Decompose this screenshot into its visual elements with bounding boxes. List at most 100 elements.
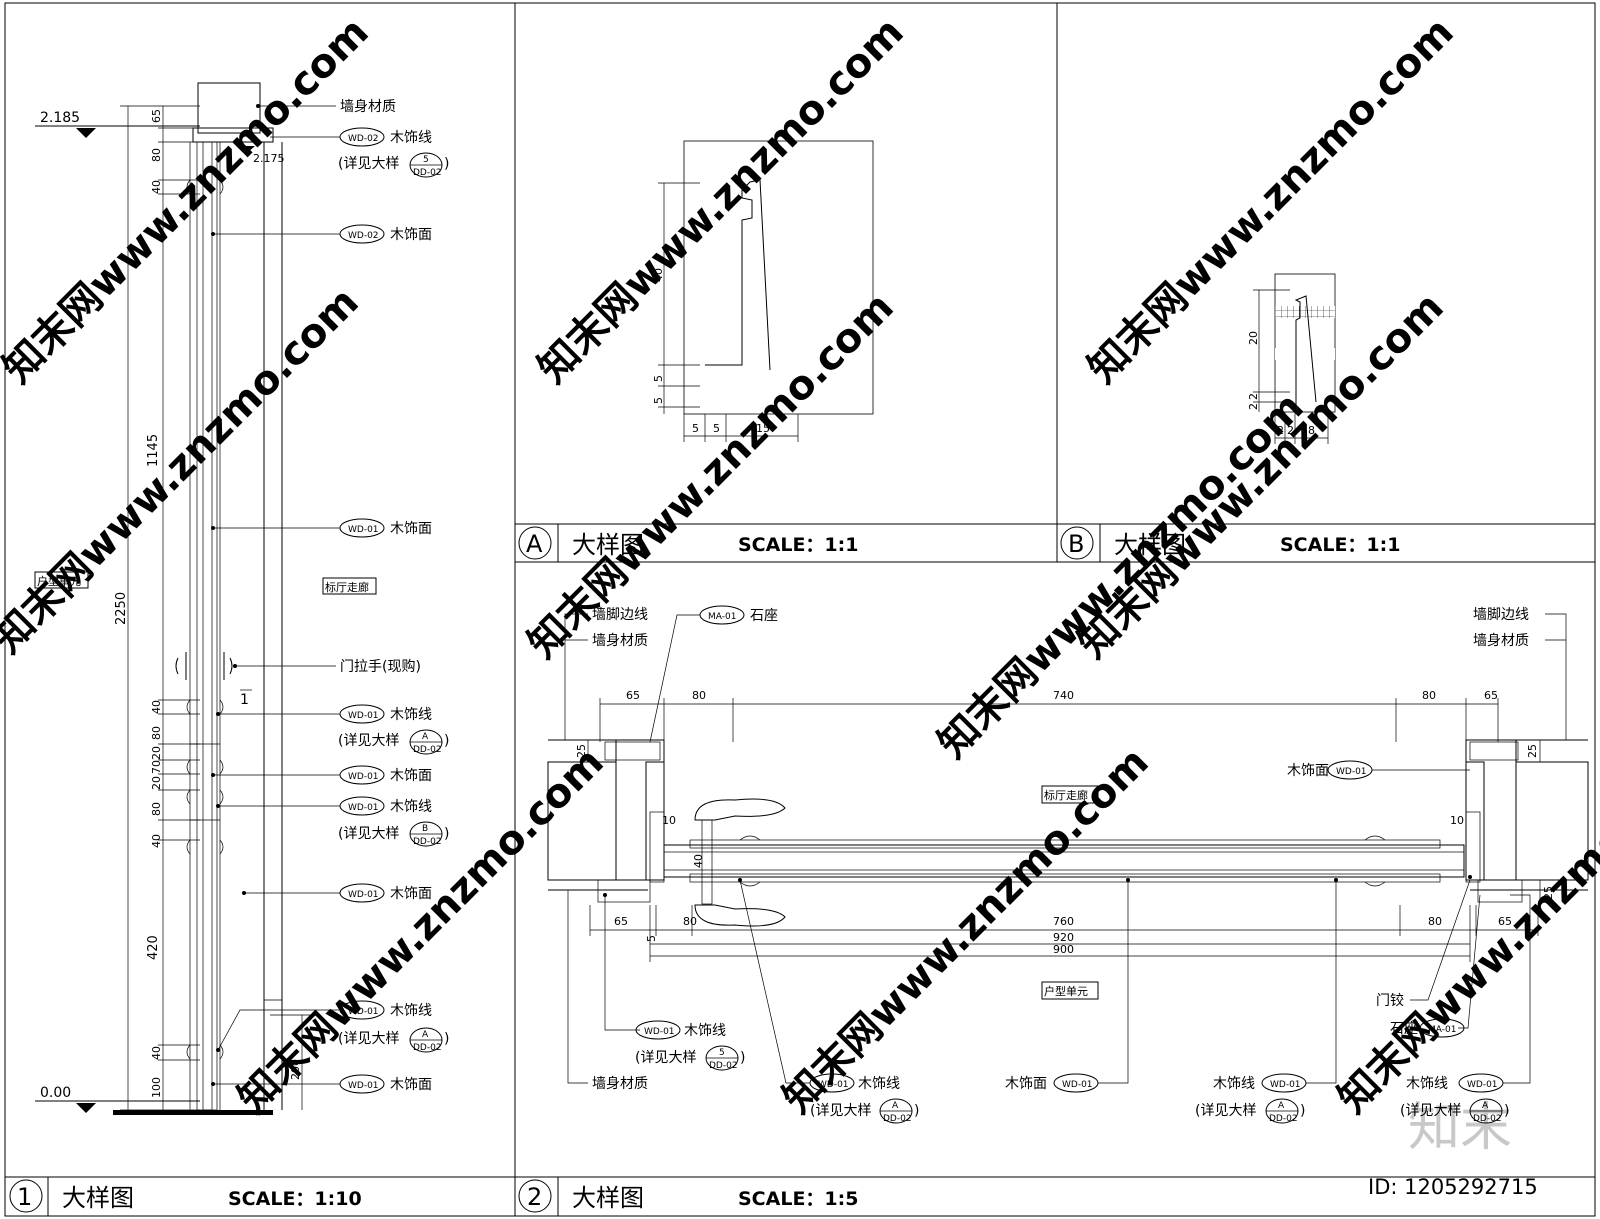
- room-label: 户型单元: [1044, 984, 1088, 998]
- svg-text:2: 2: [1247, 393, 1260, 400]
- svg-text:15: 15: [756, 422, 770, 435]
- watermark-id: ID: 1205292715: [1368, 1175, 1538, 1199]
- svg-text:80: 80: [683, 915, 697, 928]
- callout-b5: 木饰线 WD-01 (详见大样 A DD-02 ): [1400, 894, 1531, 1124]
- svg-text:5: 5: [713, 422, 720, 435]
- svg-text:25: 25: [1526, 744, 1539, 758]
- svg-text:900: 900: [1053, 943, 1074, 956]
- svg-text:920: 920: [1053, 931, 1074, 944]
- dimension-chain-left: [120, 105, 200, 1115]
- svg-text:(详见大样: (详见大样: [338, 733, 399, 749]
- svg-text:40: 40: [150, 1046, 163, 1060]
- svg-text:5: 5: [652, 375, 665, 382]
- svg-text:5: 5: [719, 1048, 725, 1058]
- svg-text:墙脚边线: 墙脚边线: [1473, 607, 1529, 623]
- detail-A-profile: 40 5 5 5 5 15: [652, 140, 874, 442]
- svg-text:MA-01: MA-01: [1428, 1025, 1456, 1035]
- svg-text:): ): [1300, 1103, 1305, 1119]
- panel-number: 2: [527, 1183, 542, 1211]
- svg-text:WD-01: WD-01: [348, 803, 379, 813]
- svg-text:木饰面: 木饰面: [390, 227, 432, 243]
- svg-text:40: 40: [150, 834, 163, 848]
- svg-text:40: 40: [150, 180, 163, 194]
- callout-tr: 墙脚边线 墙身材质: [1473, 607, 1567, 740]
- svg-text:(详见大样: (详见大样: [338, 156, 399, 172]
- callout-hinge: 门铰: [1376, 879, 1471, 1009]
- floor-slab: [113, 1110, 273, 1115]
- svg-text:(详见大样: (详见大样: [810, 1103, 871, 1119]
- svg-text:): ): [444, 826, 449, 842]
- section-2-callouts: 墙脚边线 墙身材质 MA-01 石座 墙脚边线 墙身材质 木饰面 WD-01 门…: [564, 605, 1567, 1124]
- svg-text:墙脚边线: 墙脚边线: [592, 607, 648, 623]
- svg-text:420: 420: [146, 935, 161, 960]
- svg-text:1145: 1145: [146, 434, 161, 467]
- panel-number-circle: [518, 1179, 552, 1213]
- svg-text:2.175: 2.175: [253, 152, 285, 165]
- panel-title: 大样图: [1114, 531, 1186, 559]
- svg-text:8: 8: [1308, 424, 1315, 437]
- svg-text:木饰面: 木饰面: [390, 886, 432, 902]
- panel-scale: SCALE：1:5: [738, 1188, 858, 1210]
- svg-text:): ): [1504, 1103, 1509, 1119]
- detail-B-profile: 20 2 2 2 2 8: [1247, 273, 1336, 444]
- svg-text:65: 65: [150, 109, 163, 123]
- svg-text:70: 70: [150, 760, 163, 774]
- svg-text:石座: 石座: [1390, 1021, 1418, 1037]
- svg-text:木饰线: 木饰线: [1406, 1076, 1448, 1092]
- callout-7: WD-01 木饰面: [242, 883, 432, 903]
- svg-text:200: 200: [289, 1059, 302, 1080]
- svg-text:(详见大样: (详见大样: [1195, 1103, 1256, 1119]
- svg-text:木饰线: 木饰线: [858, 1076, 900, 1092]
- svg-text:木饰线: 木饰线: [1213, 1076, 1255, 1092]
- svg-text:65: 65: [626, 689, 640, 702]
- svg-text:A: A: [1278, 1101, 1285, 1111]
- svg-text:WD-01: WD-01: [818, 1080, 849, 1090]
- callout-9: WD-01 木饰面: [211, 1074, 432, 1094]
- panel-number-circle: [9, 1179, 43, 1213]
- svg-text:10: 10: [1450, 814, 1464, 827]
- panel-number: 1: [17, 1183, 32, 1211]
- svg-text:WD-02: WD-02: [348, 231, 379, 241]
- svg-text:100: 100: [150, 1077, 163, 1098]
- svg-text:2: 2: [1287, 424, 1294, 437]
- svg-text:A: A: [422, 732, 429, 742]
- panel-scale: SCALE：1:1: [738, 534, 858, 556]
- svg-text:80: 80: [1422, 689, 1436, 702]
- svg-text:80: 80: [692, 689, 706, 702]
- callout-4: WD-01 木饰线 (详见大样 A DD-02 ): [216, 704, 449, 755]
- svg-text:(详见大样: (详见大样: [1400, 1103, 1461, 1119]
- svg-text:A: A: [1482, 1101, 1489, 1111]
- panel-number-circle: [1060, 526, 1094, 560]
- dimension-top: 65 80 740 80 65: [599, 689, 1499, 742]
- callout-b4: 木饰线 WD-01 (详见大样 A DD-02 ): [1195, 878, 1338, 1124]
- svg-text:墙身材质: 墙身材质: [592, 633, 648, 649]
- callout-b2: WD-01 木饰线 (详见大样 A DD-02 ): [738, 878, 919, 1124]
- room-label: 户型单元: [37, 574, 81, 588]
- title-bar-A: A 大样图 SCALE：1:1: [518, 524, 858, 562]
- watermark-text: 知末网www.znzmo.com: [930, 384, 1313, 767]
- svg-text:WD-01: WD-01: [348, 772, 379, 782]
- svg-text:WD-01: WD-01: [1270, 1080, 1301, 1090]
- svg-text:65: 65: [1484, 689, 1498, 702]
- callout-tl: 墙脚边线 墙身材质 MA-01 石座: [564, 605, 778, 743]
- svg-text:WD-01: WD-01: [348, 525, 379, 535]
- frame-left: [615, 739, 665, 881]
- svg-text:5: 5: [645, 935, 658, 942]
- svg-text:墙身材质: 墙身材质: [592, 1076, 648, 1092]
- door-handle-plan: [694, 798, 786, 927]
- wall-head-hatch: [197, 82, 261, 134]
- svg-text:木饰面: 木饰面: [390, 768, 432, 784]
- svg-text:): ): [444, 1031, 449, 1047]
- svg-text:A: A: [892, 1101, 899, 1111]
- svg-text:DD-02: DD-02: [413, 168, 442, 178]
- svg-text:(详见大样: (详见大样: [338, 1031, 399, 1047]
- svg-text:20: 20: [150, 776, 163, 790]
- svg-text:): ): [444, 733, 449, 749]
- svg-text:40: 40: [652, 268, 665, 282]
- svg-text:DD-02: DD-02: [883, 1114, 912, 1124]
- room-label: 标厅走廊: [1044, 788, 1088, 802]
- panel-number: B: [1068, 530, 1084, 558]
- svg-text:DD-02: DD-02: [413, 745, 442, 755]
- svg-text:): ): [444, 156, 449, 172]
- svg-text:A: A: [422, 1030, 429, 1040]
